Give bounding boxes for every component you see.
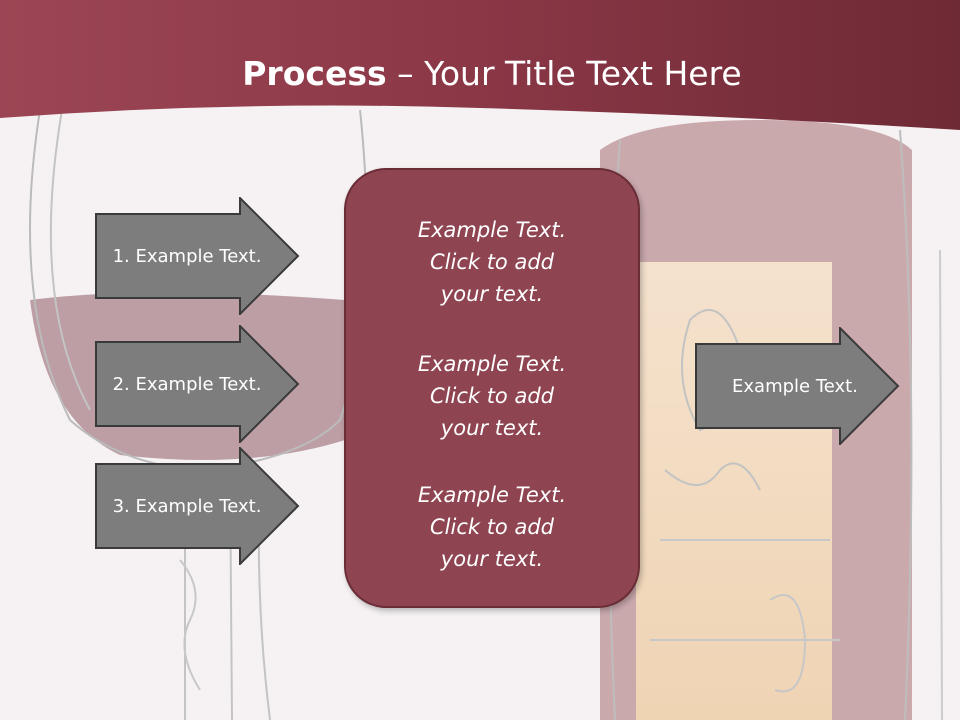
process-step-arrow-2[interactable]: 2. Example Text. [95,325,300,443]
title-bold: Process [242,54,387,93]
process-step-label: 2. Example Text. [112,373,262,395]
box-paragraph-1: Example Text. Click to add your text. [346,214,638,310]
box-line: Click to add [429,250,554,274]
process-step-arrow-1[interactable]: 1. Example Text. [95,197,300,315]
process-step-arrow-3[interactable]: 3. Example Text. [95,447,300,565]
box-line: your text. [440,282,544,306]
header-banner [0,0,960,130]
box-line: Example Text. [417,352,567,376]
box-line: your text. [440,416,544,440]
center-text-box[interactable]: Example Text. Click to add your text. Ex… [344,168,640,608]
process-step-label: 1. Example Text. [112,245,262,267]
box-line: your text. [440,547,544,571]
result-label: Example Text. [732,375,858,397]
box-line: Click to add [429,515,554,539]
page-title: Process – Your Title Text Here [0,52,960,96]
process-step-label: 3. Example Text. [112,495,262,517]
box-paragraph-3: Example Text. Click to add your text. [346,479,638,575]
box-line: Example Text. [417,483,567,507]
title-rest: – Your Title Text Here [386,54,742,93]
result-arrow[interactable]: Example Text. [695,327,900,445]
box-paragraph-2: Example Text. Click to add your text. [346,348,638,444]
box-line: Example Text. [417,218,567,242]
box-line: Click to add [429,384,554,408]
